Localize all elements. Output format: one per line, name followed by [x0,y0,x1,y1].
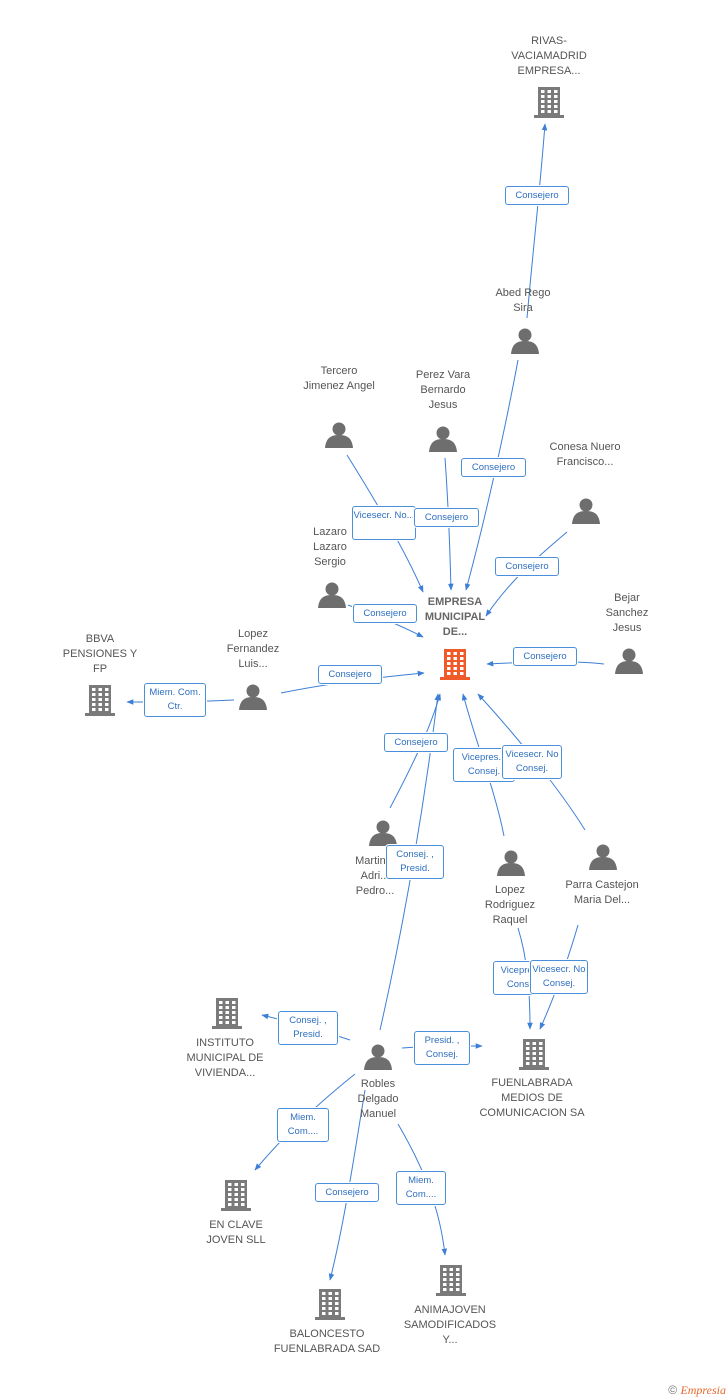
edge-abed-to-rivas [526,123,548,319]
edge-label-robles-to-fuenmedios: Presid. , Consej. [414,1031,470,1065]
edge-label-robles-to-enclave: Miem. Com.... [277,1108,329,1142]
node-label-perez[interactable]: Perez Vara Bernardo Jesus [415,369,471,411]
rivas-building-icon[interactable] [534,87,564,118]
perez-person-icon[interactable] [429,426,457,453]
copyright-symbol: © [668,1383,678,1397]
lopezr-person-icon[interactable] [497,850,525,877]
conesa-person-icon[interactable] [572,498,600,525]
martin-person-icon[interactable] [369,820,397,847]
node-label-lazaro[interactable]: Lazaro Lazaro Sergio [313,526,347,568]
parra-person-icon[interactable] [589,844,617,871]
bejar-person-icon[interactable] [615,648,643,675]
node-label-main[interactable]: EMPRESA MUNICIPAL DE... [424,596,486,638]
edge-label-perez-to-main: Consejero [414,508,479,527]
edge-label-lazaro-to-main: Consejero [353,604,417,623]
edge-label-tercero-to-main: Vicesecr. No... [352,506,416,540]
node-label-lopezr[interactable]: Lopez Rodriguez Raquel [484,884,536,926]
edge-label-robles-to-main: Consej. , Presid. [386,845,444,879]
node-label-martin[interactable]: Martin... Adri... Pedro... [355,855,395,897]
lazaro-person-icon[interactable] [318,582,346,609]
node-label-abed[interactable]: Abed Rego Sira [495,287,551,314]
node-label-robles[interactable]: Robles Delgado Manuel [357,1078,399,1120]
node-label-animajoven[interactable]: ANIMAJOVEN SAMODIFICADOS Y... [403,1304,497,1346]
node-label-instituto[interactable]: INSTITUTO MUNICIPAL DE VIVIENDA... [186,1037,264,1079]
node-label-tercero[interactable]: Tercero Jimenez Angel [303,365,375,392]
animajoven-building-icon[interactable] [436,1265,466,1296]
enclave-building-icon[interactable] [221,1180,251,1211]
fuenmedios-building-icon[interactable] [519,1039,549,1070]
bbva-building-icon[interactable] [85,685,115,716]
main-building-icon[interactable] [440,649,470,680]
edge-label-robles-to-baloncesto: Consejero [315,1183,379,1202]
node-label-parra[interactable]: Parra Castejon Maria Del... [565,879,639,906]
node-label-bbva[interactable]: BBVA PENSIONES Y FP [62,633,138,675]
node-label-bejar[interactable]: Bejar Sanchez Jesus [605,592,649,634]
robles-person-icon[interactable] [364,1044,392,1071]
edge-label-bejar-to-main: Consejero [513,647,577,666]
baloncesto-building-icon[interactable] [315,1289,345,1320]
node-label-lopezf[interactable]: Lopez Fernandez Luis... [226,628,280,670]
edge-label-abed-to-rivas: Consejero [505,186,569,205]
node-label-baloncesto[interactable]: BALONCESTO FUENLABRADA SAD [273,1328,381,1355]
edge-label-lopezf-to-main: Consejero [318,665,382,684]
edge-label-lopezf-to-bbva: Miem. Com. Ctr. [144,683,206,717]
abed-person-icon[interactable] [511,328,539,355]
edge-label-parra-to-main: Vicesecr. No Consej. [502,745,562,779]
edge-label-robles-to-animajoven: Miem. Com.... [396,1171,446,1205]
edge-label-parra-to-fuenmedios: Vicesecr. No Consej. [530,960,588,994]
tercero-person-icon[interactable] [325,422,353,449]
node-label-enclave[interactable]: EN CLAVE JOVEN SLL [206,1219,266,1246]
edge-label-conesa-to-main: Consejero [495,557,559,576]
node-label-conesa[interactable]: Conesa Nuero Francisco... [549,441,621,468]
brand-name: Empresia [680,1383,726,1397]
edge-label-martin-to-main: Consejero [384,733,448,752]
edge-label-robles-to-instituto: Consej. , Presid. [278,1011,338,1045]
footer-brand[interactable]: © Empresia [668,1383,726,1398]
lopezf-person-icon[interactable] [239,684,267,711]
edge-label-abed-to-main: Consejero [461,458,526,477]
node-label-fuenmedios[interactable]: FUENLABRADA MEDIOS DE COMUNICACION SA [479,1077,585,1119]
instituto-building-icon[interactable] [212,998,242,1029]
node-label-rivas[interactable]: RIVAS-VACIAMADRID EMPRESA... [511,35,587,77]
